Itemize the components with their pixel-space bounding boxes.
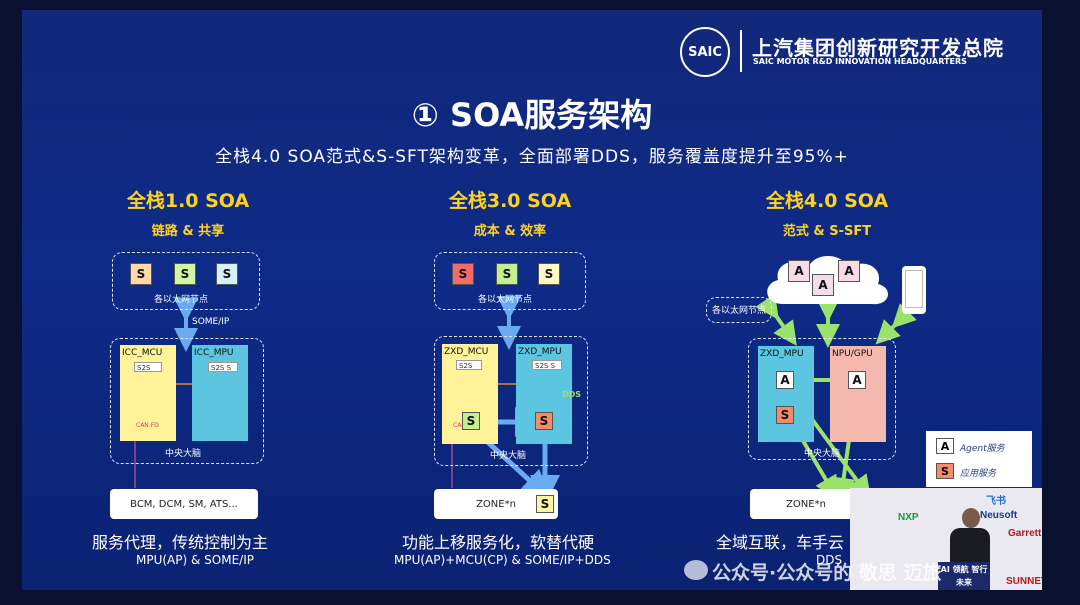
col2-mcu-mini: S2S bbox=[456, 360, 482, 370]
sponsor-logo: Garrett bbox=[1008, 528, 1042, 539]
col3-mpu-box bbox=[758, 346, 814, 442]
speaker-panel: Neusoft Garrett NXP 飞书 SUNNET AI 领航 智行未来 bbox=[850, 488, 1042, 590]
sponsor-logo: SUNNET bbox=[1006, 576, 1042, 587]
col3-phone-link bbox=[875, 303, 917, 345]
legend-service-label: 应用服务 bbox=[960, 469, 997, 479]
col3-center-label: 中央大脑 bbox=[804, 449, 841, 459]
legend: A Agent服务 S 应用服务 bbox=[926, 431, 1032, 487]
col2-service-square: S bbox=[496, 263, 518, 285]
legend-agent-label: Agent服务 bbox=[960, 444, 1005, 454]
org-name-cn: 上汽集团创新研究开发总院 bbox=[752, 36, 1004, 60]
col2-brain-group bbox=[434, 336, 588, 466]
col1-caption: 服务代理，传统控制为主 bbox=[92, 533, 269, 552]
col1-mpu-label: ICC_MPU bbox=[194, 348, 234, 358]
col3-mpu-service: S bbox=[776, 406, 794, 424]
col2-heading: 全栈3.0 SOA bbox=[448, 190, 572, 212]
watermark: 公众号·公众号的 敬思 迈旅 bbox=[712, 562, 942, 584]
saic-logo-icon: SAIC bbox=[680, 27, 730, 77]
col3-agent-square: A bbox=[838, 260, 860, 282]
col3-agent-square: A bbox=[788, 260, 810, 282]
col2-caption-2: MPU(AP)+MCU(CP) & SOME/IP+DDS bbox=[394, 553, 611, 567]
col1-service-square: S bbox=[130, 263, 152, 285]
col2-mpu-mini: S2S S bbox=[532, 360, 562, 370]
col1-mcu-mini: S2S bbox=[134, 362, 162, 372]
logo-text: SAIC bbox=[688, 44, 722, 60]
smartphone-icon bbox=[902, 266, 926, 314]
col3-caption-2: DDS bbox=[816, 553, 843, 567]
col1-mpu-box bbox=[192, 345, 248, 441]
col2-mpu-service: S bbox=[535, 412, 553, 430]
org-name-en: SAIC MOTOR R&D INNOVATION HEADQUARTERS bbox=[753, 57, 967, 66]
col3-eth-label: 各以太网节点 bbox=[712, 306, 767, 316]
col3-caption: 全域互联，车手云 bbox=[716, 533, 845, 552]
col2-subheading: 成本 & 效率 bbox=[473, 224, 547, 239]
col1-heading: 全栈1.0 SOA bbox=[126, 190, 250, 212]
col3-subheading: 范式 & S-SFT bbox=[782, 224, 872, 239]
wechat-icon bbox=[684, 560, 708, 580]
col1-service-square: S bbox=[174, 263, 196, 285]
col1-canfd-label: CAN FD bbox=[136, 422, 159, 429]
col2-zone-service: S bbox=[536, 495, 554, 513]
col3-bottom-box: ZONE*n bbox=[750, 489, 862, 519]
col2-caption: 功能上移服务化，软替代硬 bbox=[402, 533, 595, 552]
col3-brain-group bbox=[748, 338, 896, 460]
col1-bottom-box: BCM, DCM, SM, ATS... bbox=[110, 489, 258, 519]
col1-mcu-label: ICC_MCU bbox=[122, 348, 163, 358]
col3-npu-label: NPU/GPU bbox=[832, 349, 873, 359]
col1-mpu-mini: S2S S bbox=[208, 362, 238, 372]
slide-title: ① SOA服务架构 bbox=[411, 96, 653, 134]
slide: SAIC 上汽集团创新研究开发总院 SAIC MOTOR R&D INNOVAT… bbox=[22, 10, 1042, 590]
col1-mcu-box bbox=[120, 345, 176, 441]
col2-service-square: S bbox=[538, 263, 560, 285]
logo-divider bbox=[740, 30, 742, 72]
col3-mpu-label: ZXD_MPU bbox=[760, 349, 804, 359]
col2-service-square: S bbox=[452, 263, 474, 285]
sponsor-logo: 飞书 bbox=[986, 496, 1006, 507]
legend-agent-icon: A bbox=[936, 438, 954, 454]
col1-subheading: 链路 & 共享 bbox=[151, 224, 225, 239]
col2-mcu-service: S bbox=[462, 412, 480, 430]
col2-cloud-label: 各以太网节点 bbox=[478, 295, 533, 305]
col1-link-label: SOME/IP bbox=[192, 317, 230, 327]
col2-dds-label: DDS bbox=[562, 390, 582, 399]
col3-agent-square: A bbox=[812, 274, 834, 296]
podium-banner: AI 领航 智行未来 bbox=[938, 562, 990, 590]
col1-center-label: 中央大脑 bbox=[165, 449, 202, 459]
col3-npu-box bbox=[830, 346, 886, 442]
col2-mpu-label: ZXD_MPU bbox=[518, 347, 562, 357]
col1-cloud-group bbox=[112, 252, 260, 310]
col3-npu-agent: A bbox=[848, 371, 866, 389]
slide-subtitle: 全栈4.0 SOA范式&S-SFT架构变革，全面部署DDS，服务覆盖度提升至95… bbox=[215, 147, 849, 167]
sponsor-logo: Neusoft bbox=[980, 510, 1018, 521]
col3-eth-group bbox=[706, 297, 772, 323]
col1-caption-2: MPU(AP) & SOME/IP bbox=[136, 553, 254, 567]
col3-eth-link bbox=[755, 293, 797, 346]
col3-mpu-agent: A bbox=[776, 371, 794, 389]
col1-service-square: S bbox=[216, 263, 238, 285]
col2-mcu-label: ZXD_MCU bbox=[444, 347, 489, 357]
col1-cloud-label: 各以太网节点 bbox=[154, 295, 209, 305]
sponsor-logo: NXP bbox=[898, 512, 919, 523]
col3-heading: 全栈4.0 SOA bbox=[765, 190, 889, 212]
col2-center-label: 中央大脑 bbox=[490, 451, 527, 461]
col1-brain-group bbox=[110, 338, 264, 464]
legend-service-icon: S bbox=[936, 463, 954, 479]
col2-cloud-group bbox=[434, 252, 586, 310]
